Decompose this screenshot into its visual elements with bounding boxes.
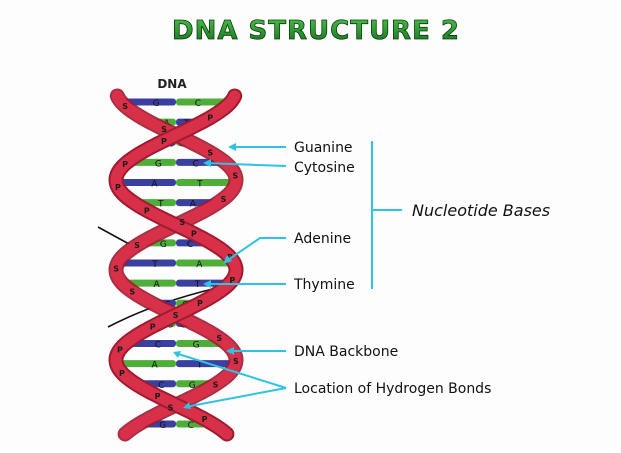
- base-left: [116, 179, 176, 186]
- pointer-arrowheads: [173, 143, 236, 409]
- strand-letter: P: [150, 322, 156, 331]
- page-title: DNA STRUCTURE 2: [172, 16, 460, 46]
- strand-letter: P: [122, 160, 128, 169]
- label-adenine: Adenine: [294, 231, 351, 247]
- base-left: [117, 259, 176, 267]
- strand-letter: P: [117, 346, 123, 355]
- strand-letter: S: [168, 404, 174, 413]
- base-letter: T: [151, 260, 158, 270]
- label-thymine: Thymine: [293, 277, 355, 293]
- strand-letter: P: [191, 230, 197, 239]
- arrowhead-backbone: [226, 347, 234, 355]
- arrowhead-adenine: [223, 255, 232, 264]
- strand-letter: S: [179, 218, 185, 227]
- base-letter: A: [154, 280, 161, 290]
- strand-back-fill: [110, 90, 242, 440]
- base-letter: G: [160, 240, 167, 250]
- base-letter: C: [195, 99, 201, 109]
- pointer-hbond-1: [174, 352, 287, 389]
- helix-label: DNA: [157, 77, 187, 91]
- base-left: [121, 98, 176, 106]
- strand-letter: P: [207, 114, 213, 123]
- base-letter: C: [188, 421, 194, 431]
- arrowhead-cytosine: [203, 159, 211, 167]
- base-right: [176, 179, 236, 186]
- strand-letter: P: [119, 369, 125, 378]
- strand-letter: S: [213, 380, 219, 389]
- base-letter: T: [194, 280, 201, 290]
- base-right: [176, 259, 235, 267]
- base-letter: T: [196, 180, 203, 190]
- base-letter: A: [196, 260, 203, 270]
- arrowhead-guanine: [228, 143, 236, 151]
- strand-front-fill: [110, 90, 242, 440]
- strand-letter: P: [161, 137, 167, 146]
- base-letter: A: [151, 361, 158, 371]
- label-hydrogen-bonds: Location of Hydrogen Bonds: [294, 381, 491, 397]
- base-letter: A: [190, 200, 197, 210]
- nucleotide-bracket: [371, 141, 402, 289]
- pointer-cytosine: [204, 162, 287, 167]
- base-letter: C: [187, 240, 193, 250]
- base-letter: G: [189, 381, 196, 391]
- base-letter: G: [159, 421, 166, 431]
- strand-letter: S: [113, 264, 119, 273]
- base-letter: C: [155, 341, 161, 351]
- strand-letter: S: [221, 195, 227, 204]
- base-letter: A: [151, 180, 158, 190]
- pointer-hbond-2: [184, 387, 287, 408]
- strand-letter: P: [197, 299, 203, 308]
- strand-letter: S: [232, 172, 238, 181]
- base-letter: G: [155, 159, 162, 169]
- sugar-phosphate-strands: [108, 88, 244, 442]
- base-left: [116, 360, 176, 368]
- base-letter: T: [196, 361, 203, 371]
- label-cytosine: Cytosine: [294, 160, 355, 176]
- strand-letter: S: [216, 334, 222, 343]
- base-letter: G: [193, 341, 200, 351]
- base-letter: T: [157, 200, 164, 210]
- strand-letter: S: [122, 102, 128, 111]
- pointer-lines: [174, 146, 287, 408]
- strand-letter: P: [115, 183, 121, 192]
- strand-letter: S: [233, 357, 239, 366]
- strand-letter: P: [202, 415, 208, 424]
- strand-letter: S: [129, 288, 135, 297]
- strand-letter: S: [173, 311, 179, 320]
- base-right: [176, 98, 231, 106]
- base-letter: C: [158, 381, 164, 391]
- base-letter: C: [192, 159, 198, 169]
- arrowhead-thymine: [203, 280, 211, 288]
- strand-letter: S: [134, 241, 140, 250]
- pointer-adenine: [224, 237, 286, 263]
- strand-letter: S: [207, 148, 213, 157]
- strand-letter: P: [229, 276, 235, 285]
- strand-letter: S: [161, 125, 167, 134]
- label-nucleotide-bases: Nucleotide Bases: [412, 201, 550, 220]
- strand-letter: P: [155, 392, 161, 401]
- base-letter: G: [153, 99, 160, 109]
- label-dna-backbone: DNA Backbone: [294, 344, 398, 360]
- arrowhead-hbond-2: [183, 402, 191, 409]
- strand-letter: P: [227, 253, 233, 262]
- arrowhead-hbond-1: [173, 351, 181, 358]
- strand-letter: P: [144, 206, 150, 215]
- label-guanine: Guanine: [294, 140, 353, 156]
